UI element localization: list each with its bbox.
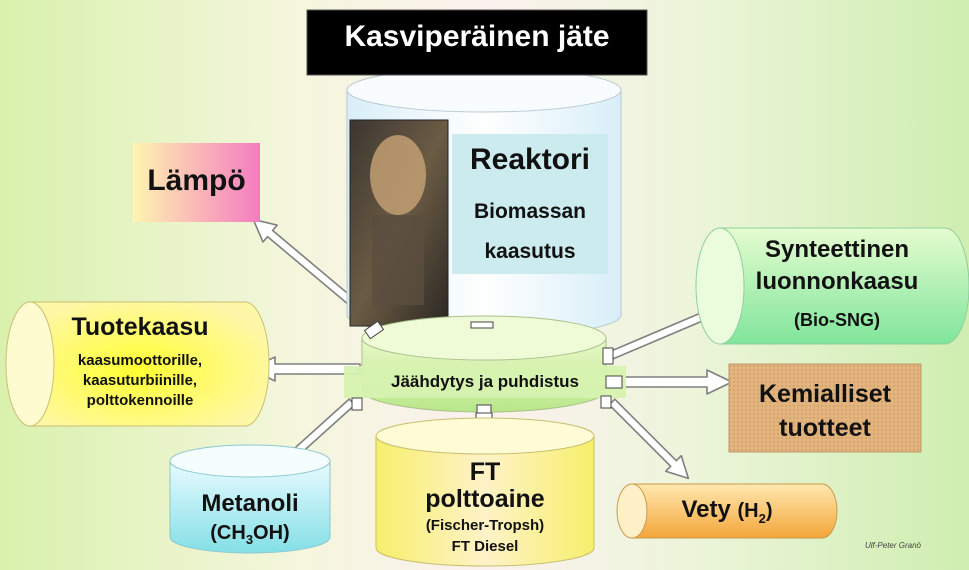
chemicals-box — [728, 363, 922, 453]
reactor-label-panel — [452, 134, 608, 274]
product-gas-line2: kaasuturbiinille, — [82, 372, 198, 389]
product-gas-line1: kaasumoottorille, — [77, 352, 203, 369]
sng-line2: luonnonkaasu — [755, 268, 919, 295]
product-gas-line3: polttokennoille — [86, 392, 194, 409]
arrow-to-chemicals — [611, 369, 733, 395]
reactor-sub2: kaasutus — [484, 240, 576, 263]
ft-line1: FT — [469, 458, 501, 486]
heat-label: Lämpö — [147, 164, 246, 197]
chemicals-line2: tuotteet — [779, 414, 871, 442]
arrow-to-hydrogen — [608, 398, 690, 480]
reactor-label: Reaktori — [469, 143, 591, 176]
ft-line4: FT Diesel — [451, 538, 519, 555]
methanol-label: Metanoli — [201, 490, 299, 517]
ft-line3: (Fischer-Tropsh) — [425, 517, 545, 534]
methanol-cylinder — [169, 444, 331, 554]
author-credit: Ulf-Peter Granö — [864, 541, 921, 550]
sng-line1: Synteettinen — [764, 236, 910, 263]
title-box — [306, 9, 648, 76]
ft-line2: polttoaine — [425, 485, 545, 513]
heat-box — [133, 143, 260, 222]
sng-line3: (Bio-SNG) — [794, 310, 880, 330]
methanol-formula: (CH3OH) — [210, 522, 290, 547]
ft-cylinder — [375, 417, 595, 567]
chemicals-line1: Kemialliset — [758, 380, 891, 408]
cleaning-cylinder — [344, 315, 626, 414]
cleaning-label: Jäähdytys ja puhdistus — [391, 372, 579, 391]
hydrogen-cylinder — [616, 483, 838, 539]
product-gas-cylinder — [5, 301, 270, 427]
reactor-cylinder — [346, 67, 622, 338]
product-gas-label: Tuotekaasu — [71, 313, 209, 341]
sng-cylinder — [695, 227, 969, 345]
reactor-sub1: Biomassan — [473, 200, 587, 223]
diagram-title: Kasviperäinen jäte — [344, 20, 610, 53]
hydrogen-label: Vety (H2) — [681, 496, 773, 526]
